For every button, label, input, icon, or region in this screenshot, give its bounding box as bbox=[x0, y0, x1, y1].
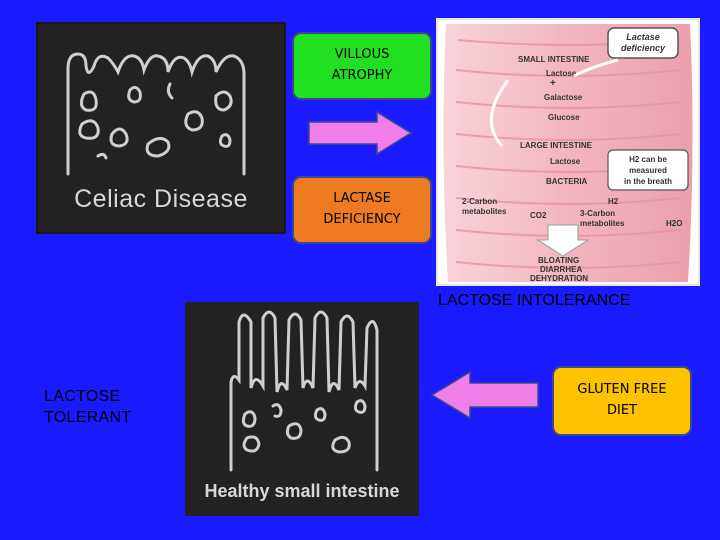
healthy-intestine-panel: Healthy small intestine bbox=[185, 302, 419, 516]
lactose-tolerant-label: LACTOSE TOLERANT bbox=[44, 387, 131, 429]
bacteria-label: BACTERIA bbox=[546, 177, 588, 186]
villous-atrophy-box: VILLOUS ATROPHY bbox=[292, 32, 432, 100]
co2-label: CO2 bbox=[530, 211, 547, 220]
lactase-deficiency-box: LACTASE DEFICIENCY bbox=[292, 176, 432, 244]
lactase-note-2: deficiency bbox=[621, 43, 666, 53]
left-arrow bbox=[430, 370, 539, 420]
lactase-line-2: DEFICIENCY bbox=[323, 212, 401, 227]
two-carbon-1: 2-Carbon bbox=[462, 197, 497, 206]
h2-note-3: in the breath bbox=[624, 177, 672, 186]
celiac-caption: Celiac Disease bbox=[74, 185, 248, 213]
celiac-villi-illustration bbox=[66, 52, 246, 176]
healthy-caption: Healthy small intestine bbox=[204, 481, 400, 501]
h2o-label: H2O bbox=[666, 219, 682, 228]
outcome-2: DIARRHEA bbox=[540, 265, 582, 274]
h2-note-1: H2 can be bbox=[629, 155, 667, 164]
lactose-digestion-diagram: Lactase deficiency SMALL INTESTINE Lacto… bbox=[436, 18, 700, 286]
lactose-tolerant-line-1: LACTOSE bbox=[44, 388, 121, 405]
gluten-line-2: DIET bbox=[606, 403, 637, 418]
celiac-disease-panel: Celiac Disease bbox=[36, 22, 286, 234]
digestion-illustration: Lactase deficiency SMALL INTESTINE Lacto… bbox=[443, 24, 693, 283]
lactase-line-1: LACTASE bbox=[333, 191, 391, 207]
h2-label: H2 bbox=[608, 197, 619, 206]
three-carbon-1: 3-Carbon bbox=[580, 209, 615, 218]
villous-line-1: VILLOUS bbox=[334, 47, 390, 63]
large-intestine-label: LARGE INTESTINE bbox=[520, 141, 593, 150]
outcome-3: DEHYDRATION bbox=[530, 274, 588, 283]
lactose-label-2: Lactose bbox=[550, 157, 581, 166]
small-intestine-label: SMALL INTESTINE bbox=[518, 55, 590, 64]
healthy-villi-illustration bbox=[229, 310, 379, 472]
lactose-tolerant-line-2: TOLERANT bbox=[44, 408, 132, 426]
gluten-free-diet-box: GLUTEN FREE DIET bbox=[552, 366, 692, 436]
outcome-1: BLOATING bbox=[538, 256, 579, 265]
cross-symbol: + bbox=[550, 78, 556, 89]
h2-note-2: measured bbox=[629, 166, 667, 175]
glucose-label: Glucose bbox=[548, 113, 580, 122]
galactose-label: Galactose bbox=[544, 93, 583, 102]
two-carbon-2: metabolites bbox=[462, 207, 507, 216]
lactase-note-1: Lactase bbox=[626, 32, 660, 42]
right-arrow bbox=[308, 110, 413, 156]
lactose-intolerance-label: LACTOSE INTOLERANCE bbox=[438, 292, 631, 309]
three-carbon-2: metabolites bbox=[580, 219, 625, 228]
villous-line-2: ATROPHY bbox=[331, 68, 393, 83]
gluten-line-1: GLUTEN FREE bbox=[577, 382, 667, 398]
lactose-label-1: Lactose bbox=[546, 69, 577, 78]
